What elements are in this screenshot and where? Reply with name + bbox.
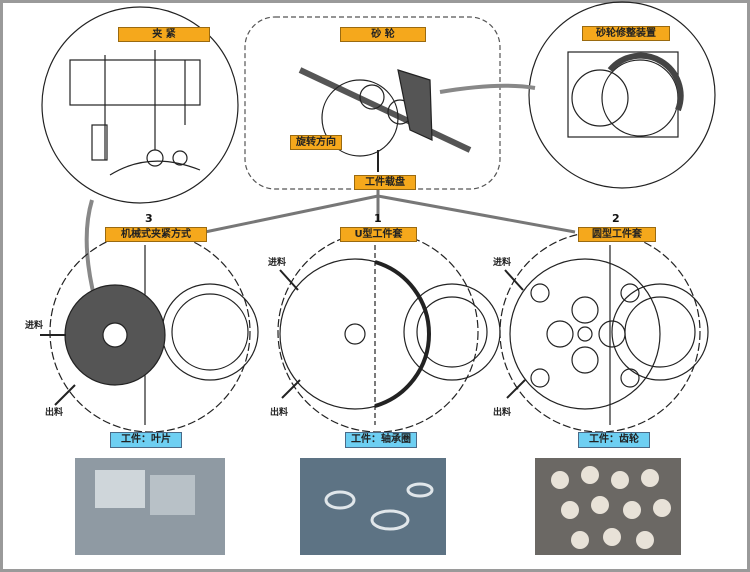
clamp-label: 夹 紧 [118,27,210,42]
method-3-feed-in: 进料 [25,321,44,331]
dresser-label: 砂轮修整装置 [582,26,670,41]
bearing-ring-photo [300,458,446,555]
method-2-label: 圆型工件套 [578,227,656,242]
method-2-workpiece: 工件：齿轮 [578,432,650,448]
method-3-label: 机械式夹紧方式 [105,227,207,242]
rotation-direction-label: 旋转方向 [290,135,342,150]
workpiece-carrier-label: 工件载盘 [354,175,416,190]
clamp-detail-circle [41,6,239,204]
method-2-feed-out: 出料 [493,408,512,418]
method-3-feed-out: 出料 [45,408,64,418]
grinding-wheel-label: 砂 轮 [340,27,426,42]
method-2-number: 2 [612,212,620,225]
method-1-feed-in: 进料 [268,258,287,268]
method-2-drawing [499,231,709,433]
method-2-feed-in: 进料 [493,258,512,268]
method-1-workpiece: 工件：轴承圈 [345,432,417,448]
method-1-feed-out: 出料 [270,408,289,418]
method-3-workpiece: 工件：叶片 [110,432,182,448]
method-1-number: 1 [374,212,382,225]
method-1-label: U型工件套 [340,227,417,242]
method-1-drawing [277,231,501,433]
method-3-drawing [40,231,259,433]
dresser-detail-circle [528,1,716,189]
method-3-number: 3 [145,212,153,225]
